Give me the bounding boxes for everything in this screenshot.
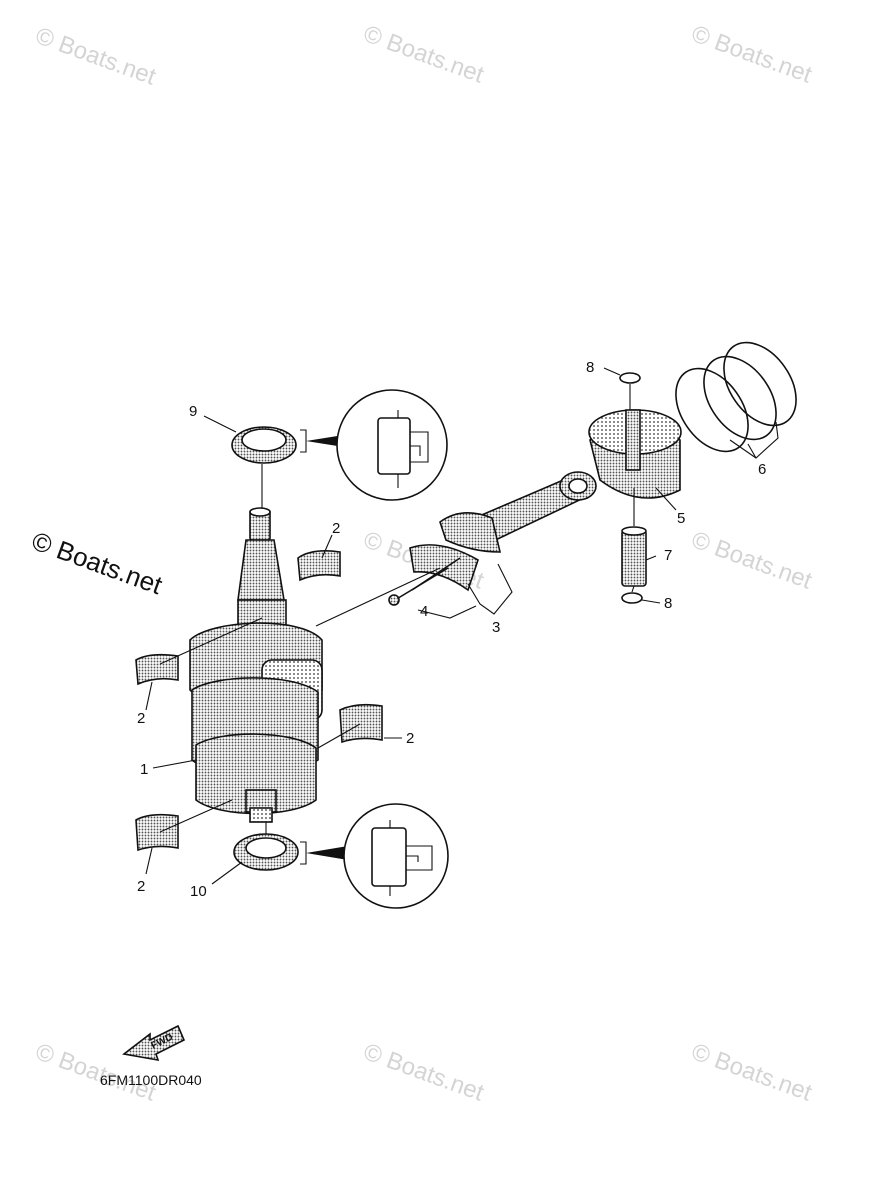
piston-pin (621, 488, 647, 587)
callout-2-right-lower: 2 (406, 730, 414, 747)
fwd-arrow: FWD (122, 1024, 186, 1062)
watermark-bottom-center: © Boats.net (360, 1038, 488, 1106)
crankshaft (189, 507, 323, 823)
callout-1: 1 (140, 761, 148, 778)
callout-4: 4 (420, 603, 428, 620)
callout-6: 6 (758, 461, 766, 478)
rod-bolts (388, 557, 461, 606)
callout-2-left-lower: 2 (137, 878, 145, 895)
watermark-mid-right: © Boats.net (688, 526, 816, 594)
callout-8-bottom: 8 (664, 595, 672, 612)
bearing-right-lower (339, 703, 383, 744)
circlips (619, 372, 643, 604)
callout-2-upper-right: 2 (332, 520, 340, 537)
callout-3: 3 (492, 619, 500, 636)
callout-5: 5 (677, 510, 685, 527)
watermark-bottom-right: © Boats.net (688, 1038, 816, 1106)
bearing-upper-right (297, 550, 341, 582)
bearing-left-lower (135, 813, 179, 852)
callout-7: 7 (664, 547, 672, 564)
oil-seal-bottom (233, 822, 299, 871)
bearing-left-upper (135, 653, 179, 686)
watermark-top-right: © Boats.net (688, 20, 816, 88)
piston-rings (675, 341, 797, 453)
assembly-lines (159, 567, 441, 833)
callout-2-left-upper: 2 (137, 710, 145, 727)
diagram-code: 6FM1100DR040 (100, 1072, 202, 1088)
watermark-large-left: © Boats.net (28, 525, 167, 600)
oil-seal-top (231, 426, 297, 508)
callout-leaders (145, 367, 779, 885)
seal-detail-bottom (300, 803, 449, 909)
callout-numbers: 1 2 2 2 2 3 4 5 6 7 8 8 9 10 (137, 359, 766, 900)
callout-9: 9 (189, 403, 197, 420)
watermark-top-left: © Boats.net (32, 22, 160, 90)
connecting-rod (409, 471, 597, 592)
callout-8-top: 8 (586, 359, 594, 376)
watermark-top-center: © Boats.net (360, 20, 488, 88)
seal-detail-top (300, 389, 448, 501)
piston (588, 409, 682, 499)
main-bearings (135, 550, 383, 852)
callout-10: 10 (190, 883, 207, 900)
